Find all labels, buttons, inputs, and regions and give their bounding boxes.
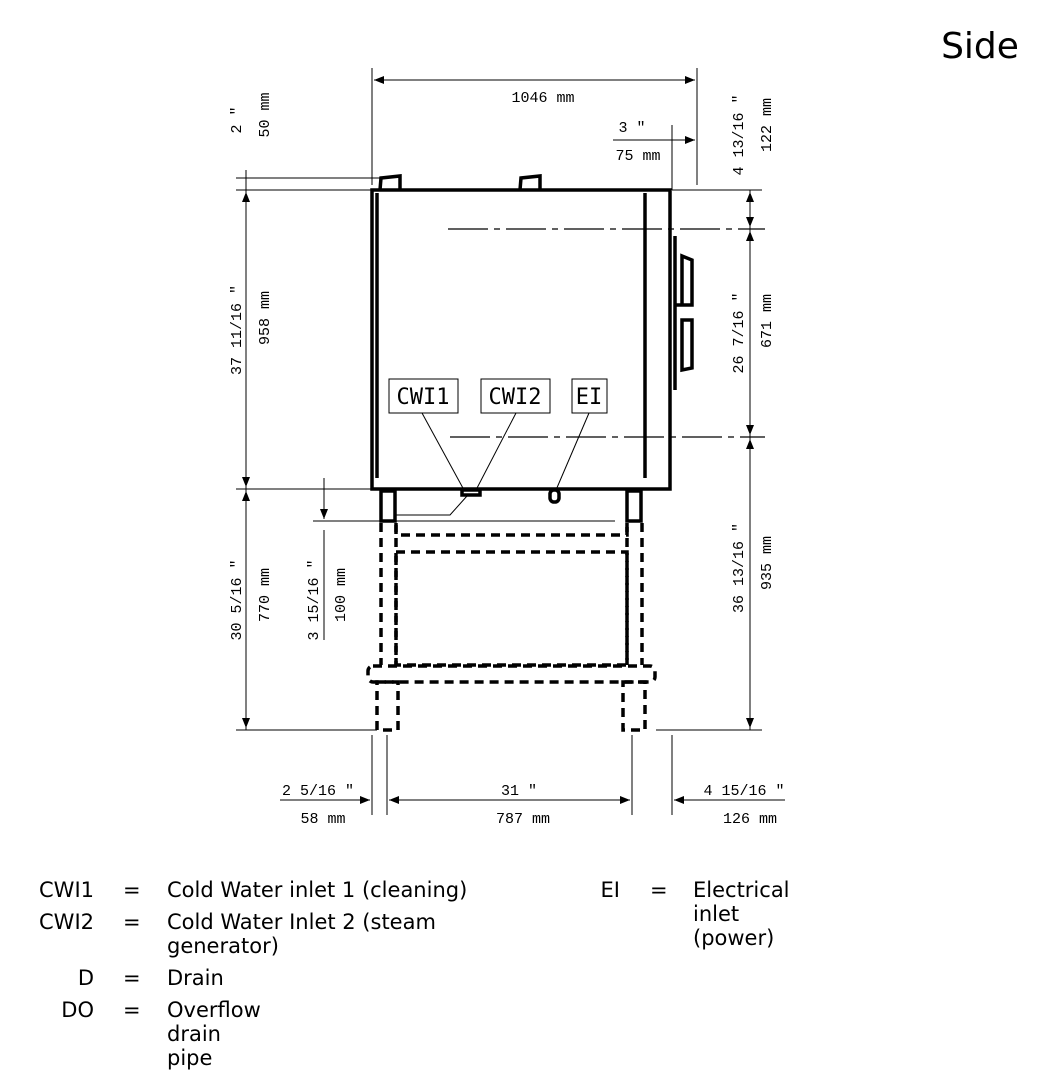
dim-top-right-in: 4 13/16 " [731,94,748,175]
dim-low-right-in: 36 13/16 " [731,523,748,613]
svg-text:CWI2: CWI2 [489,385,542,410]
dim-foot-span-mm: 787 mm [496,811,550,828]
oven-body [370,174,765,491]
dim-left-foot-in: 2 5/16 " [282,783,354,800]
view-title: Side [941,26,1019,67]
dim-stand-height-mm: 770 mm [257,568,274,622]
dim-mid-right-in: 26 7/16 " [731,292,748,373]
dim-left-foot-mm: 58 mm [300,811,345,828]
dim-right-foot-mm: 126 mm [723,811,777,828]
callout-ei: EI [555,378,608,491]
dim-foot-span-in: 31 " [501,783,537,800]
dim-low-right-mm: 935 mm [759,536,776,590]
dim-stand-height-in: 30 5/16 " [229,559,246,640]
svg-text:CWI1: CWI1 [397,385,450,410]
dim-top-tab-in: 2 " [229,106,246,133]
stand [366,523,657,732]
dim-body-height-in: 37 11/16 " [229,285,246,375]
dim-right-foot-in: 4 15/16 " [703,783,784,800]
dim-top-right-mm: 122 mm [759,98,776,152]
dim-overall-width: 1046 mm [511,90,574,107]
dimension-labels: 1046 mm 3 " 75 mm 2 " 50 mm 37 11/16 " 9… [229,90,785,828]
callout-cwi1: CWI1 [388,378,465,491]
dimension-lines [236,68,785,815]
dim-top-tab-mm: 50 mm [257,92,274,137]
callout-cwi2: CWI2 [475,378,551,491]
dim-right-offset-in: 3 " [618,120,645,137]
dim-pipe-height-in: 3 15/16 " [306,559,323,640]
svg-text:EI: EI [576,385,603,410]
dim-right-offset-mm: 75 mm [615,148,660,165]
dim-mid-right-mm: 671 mm [759,294,776,348]
dim-pipe-height-mm: 100 mm [333,568,350,622]
dim-body-height-mm: 958 mm [257,291,274,345]
feet-and-connectors [313,488,643,523]
